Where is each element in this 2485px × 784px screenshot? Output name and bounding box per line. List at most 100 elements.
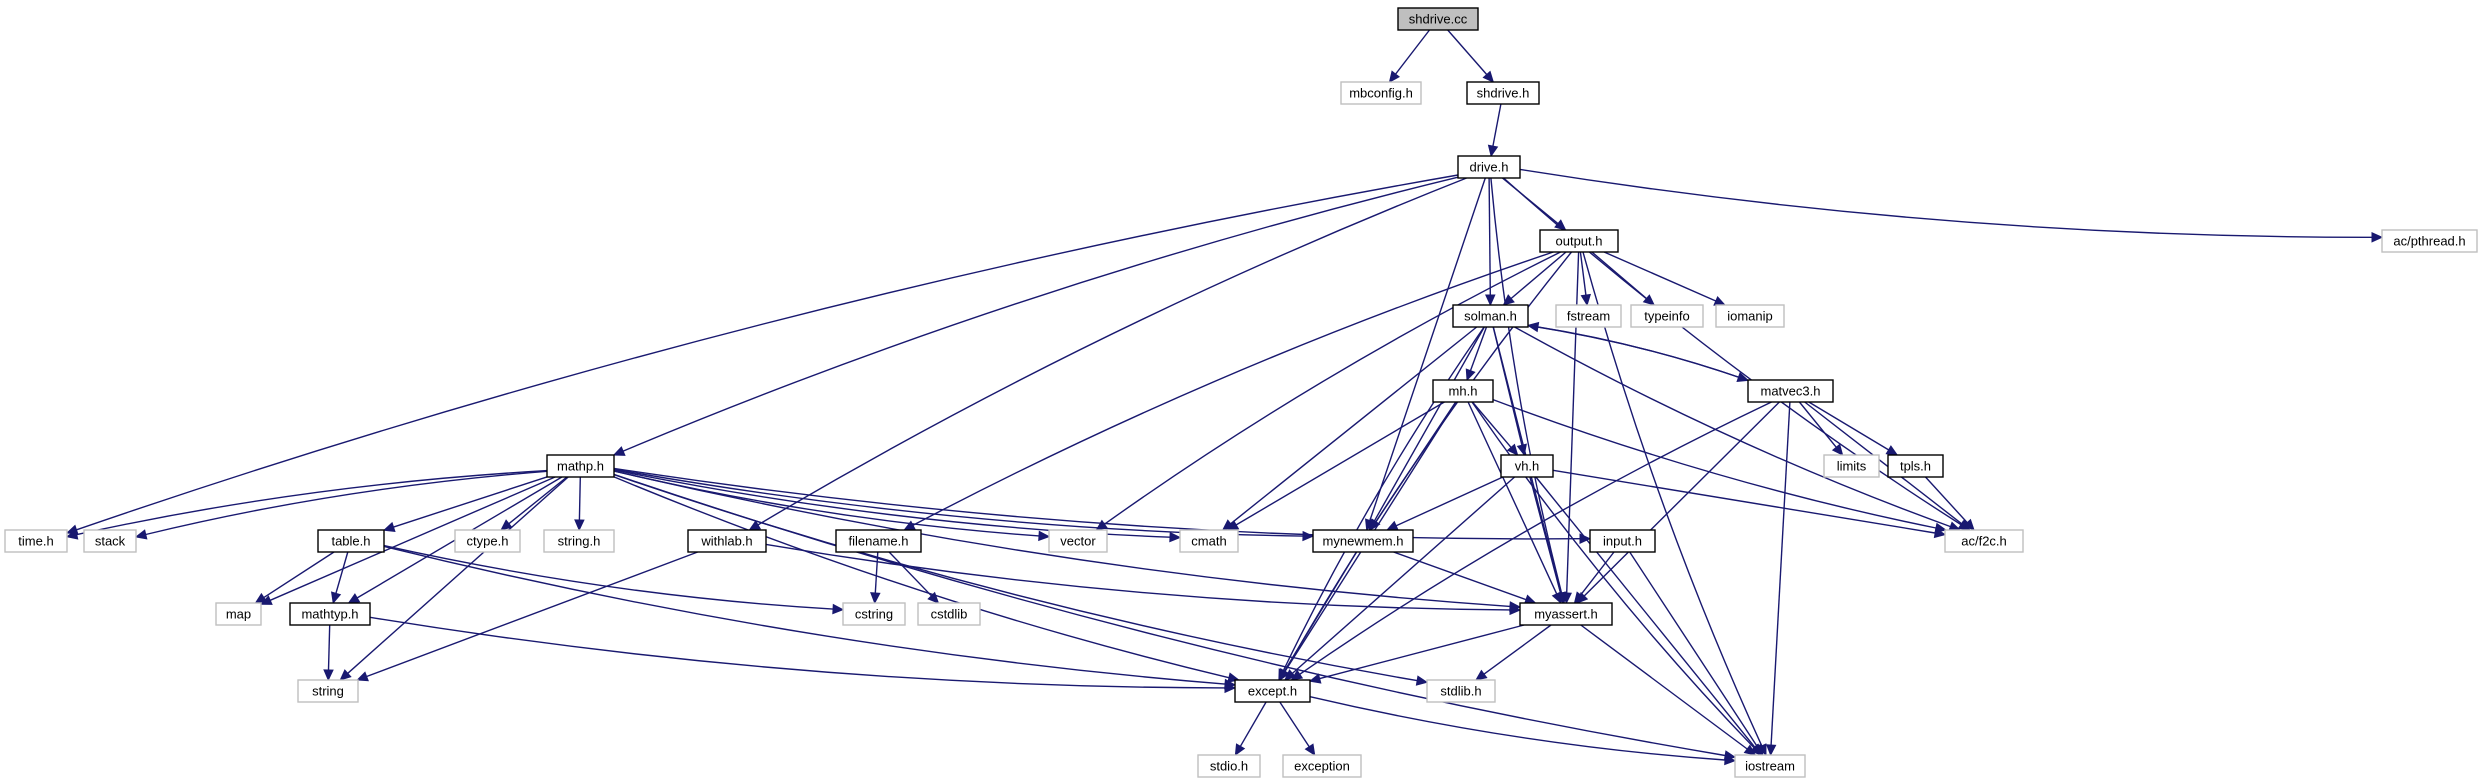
arrowhead-myassert_h-to-stdlib_h: [1475, 669, 1488, 681]
edge-vh_h-to-except_h: [1291, 476, 1516, 674]
edge-mh_h-to-vh_h: [1471, 401, 1512, 448]
node-label: exception: [1294, 759, 1350, 774]
arrowhead-matvec3_h-to-solman_h: [1526, 321, 1540, 333]
edge-mathp_h-to-string_h: [578, 476, 581, 521]
node-box: [2381, 229, 2478, 253]
edge-drive_h-to-withlab_h: [757, 177, 1467, 526]
node-label: ac/f2c.h: [1961, 534, 2007, 549]
node-box: [215, 602, 262, 626]
arrowhead-withlab_h-to-myassert_h: [1509, 604, 1522, 616]
edge-myassert_h-to-stdlib_h: [1483, 624, 1552, 675]
node-box: [1197, 754, 1261, 778]
edge-mathp_h-to-ctype_h: [508, 476, 568, 525]
edge-solman_h-to-cmath: [1230, 326, 1478, 525]
node-label: cstring: [855, 607, 893, 622]
node-label: shdrive.cc: [1409, 12, 1468, 27]
node-mathtyp-h[interactable]: mathtyp.h: [289, 602, 371, 626]
node-ac-f2c-h: ac/f2c.h: [1944, 529, 2024, 553]
node-label: typeinfo: [1644, 309, 1690, 324]
node-mynewmem-h[interactable]: mynewmem.h: [1312, 529, 1414, 553]
arrowhead-output_h-to-fstream: [1580, 293, 1592, 307]
node-shdrive-cc[interactable]: shdrive.cc: [1397, 7, 1479, 31]
node-filename-h[interactable]: filename.h: [835, 529, 922, 553]
arrowhead-mathp_h-to-mathtyp_h: [347, 593, 361, 604]
node-stdlib-h: stdlib.h: [1426, 679, 1496, 703]
node-label: iostream: [1745, 759, 1795, 774]
node-output-h[interactable]: output.h: [1539, 229, 1619, 253]
node-cstring: cstring: [842, 602, 906, 626]
arrowhead-solman_h-to-mh_h: [1465, 368, 1476, 382]
node-except-h[interactable]: except.h: [1234, 679, 1311, 703]
edge-matvec3_h-to-limits: [1798, 401, 1837, 448]
arrowhead-filename_h-to-cstring: [870, 592, 881, 605]
arrowhead-table_h-to-mathtyp_h: [330, 591, 342, 605]
edge-except_h-to-exception: [1279, 701, 1310, 748]
edge-drive_h-to-time_h: [76, 174, 1459, 531]
node-box: [297, 679, 359, 703]
arrowhead-withlab_h-to-string: [356, 671, 369, 682]
node-box: [687, 529, 767, 553]
node-label: ac/pthread.h: [2393, 234, 2465, 249]
edge-solman_h-to-ac_f2c_h: [1514, 326, 1951, 528]
edge-mathp_h-to-time_h: [76, 469, 548, 536]
arrowhead-mh_h-to-mynewmem_h: [1369, 518, 1381, 532]
node-mh-h[interactable]: mh.h: [1432, 379, 1494, 403]
edge-withlab_h-to-myassert_h: [765, 543, 1511, 611]
node-label: vh.h: [1515, 459, 1540, 474]
edge-mathp_h-to-table_h: [393, 476, 548, 528]
node-box: [1823, 454, 1880, 478]
node-box: [1452, 304, 1529, 328]
arrowhead-matvec3_h-to-iostream: [1765, 744, 1777, 757]
node-vector: vector: [1048, 529, 1108, 553]
arrowhead-vh_h-to-mynewmem_h: [1385, 520, 1399, 531]
arrowhead-drive_h-to-solman_h: [1485, 294, 1496, 307]
edge-layer: [65, 29, 2384, 766]
node-box: [1519, 602, 1613, 626]
node-matvec3-h[interactable]: matvec3.h: [1747, 379, 1834, 403]
node-typeinfo: typeinfo: [1630, 304, 1704, 328]
node-drive-h[interactable]: drive.h: [1457, 155, 1521, 179]
edge-mh_h-to-iostream: [1471, 401, 1755, 749]
node-label: solman.h: [1464, 309, 1517, 324]
node-input-h[interactable]: input.h: [1589, 529, 1656, 553]
node-box: [1747, 379, 1834, 403]
edge-shdrive_cc-to-mbconfig_h: [1395, 29, 1431, 75]
edge-mh_h-to-myassert_h: [1467, 401, 1558, 595]
edge-withlab_h-to-string: [366, 551, 698, 678]
node-label: mathtyp.h: [301, 607, 358, 622]
edge-drive_h-to-mynewmem_h: [1369, 177, 1486, 521]
arrowhead-table_h-to-map: [254, 592, 268, 604]
edge-mathp_h-to-stack: [145, 470, 548, 536]
node-cmath: cmath: [1179, 529, 1239, 553]
node-tpls-h[interactable]: tpls.h: [1887, 454, 1944, 478]
edge-mathp_h-to-myassert_h: [613, 470, 1511, 608]
node-myassert-h[interactable]: myassert.h: [1519, 602, 1613, 626]
node-iomanip: iomanip: [1715, 304, 1785, 328]
node-label: limits: [1837, 459, 1867, 474]
edge-mynewmem_h-to-except_h: [1283, 551, 1357, 672]
node-vh-h[interactable]: vh.h: [1500, 454, 1554, 478]
node-shdrive-h[interactable]: shdrive.h: [1466, 81, 1540, 105]
arrowhead-vh_h-to-myassert_h: [1555, 591, 1566, 605]
edge-mathp_h-to-iostream: [613, 473, 1726, 757]
arrowhead-except_h-to-iostream: [1724, 754, 1737, 766]
node-ctype-h: ctype.h: [454, 529, 521, 553]
arrowhead-mathp_h-to-cmath: [1169, 531, 1182, 543]
node-label: withlab.h: [700, 534, 752, 549]
node-box: [1432, 379, 1494, 403]
arrowhead-mathp_h-to-stdlib_h: [1415, 675, 1429, 686]
node-table-h[interactable]: table.h: [317, 529, 385, 553]
node-box: [842, 602, 906, 626]
node-stack: stack: [83, 529, 137, 553]
node-string: string: [297, 679, 359, 703]
node-label: vector: [1060, 534, 1096, 549]
edge-vh_h-to-ac_f2c_h: [1552, 469, 1936, 534]
arrowhead-matvec3_h-to-limits: [1831, 443, 1844, 456]
node-mathp-h[interactable]: mathp.h: [546, 454, 615, 478]
node-box: [1457, 155, 1521, 179]
edge-input_h-to-myassert_h: [1580, 551, 1615, 596]
node-withlab-h[interactable]: withlab.h: [687, 529, 767, 553]
edge-mynewmem_h-to-myassert_h: [1393, 551, 1527, 601]
edge-mh_h-to-cmath: [1235, 401, 1445, 526]
node-solman-h[interactable]: solman.h: [1452, 304, 1529, 328]
